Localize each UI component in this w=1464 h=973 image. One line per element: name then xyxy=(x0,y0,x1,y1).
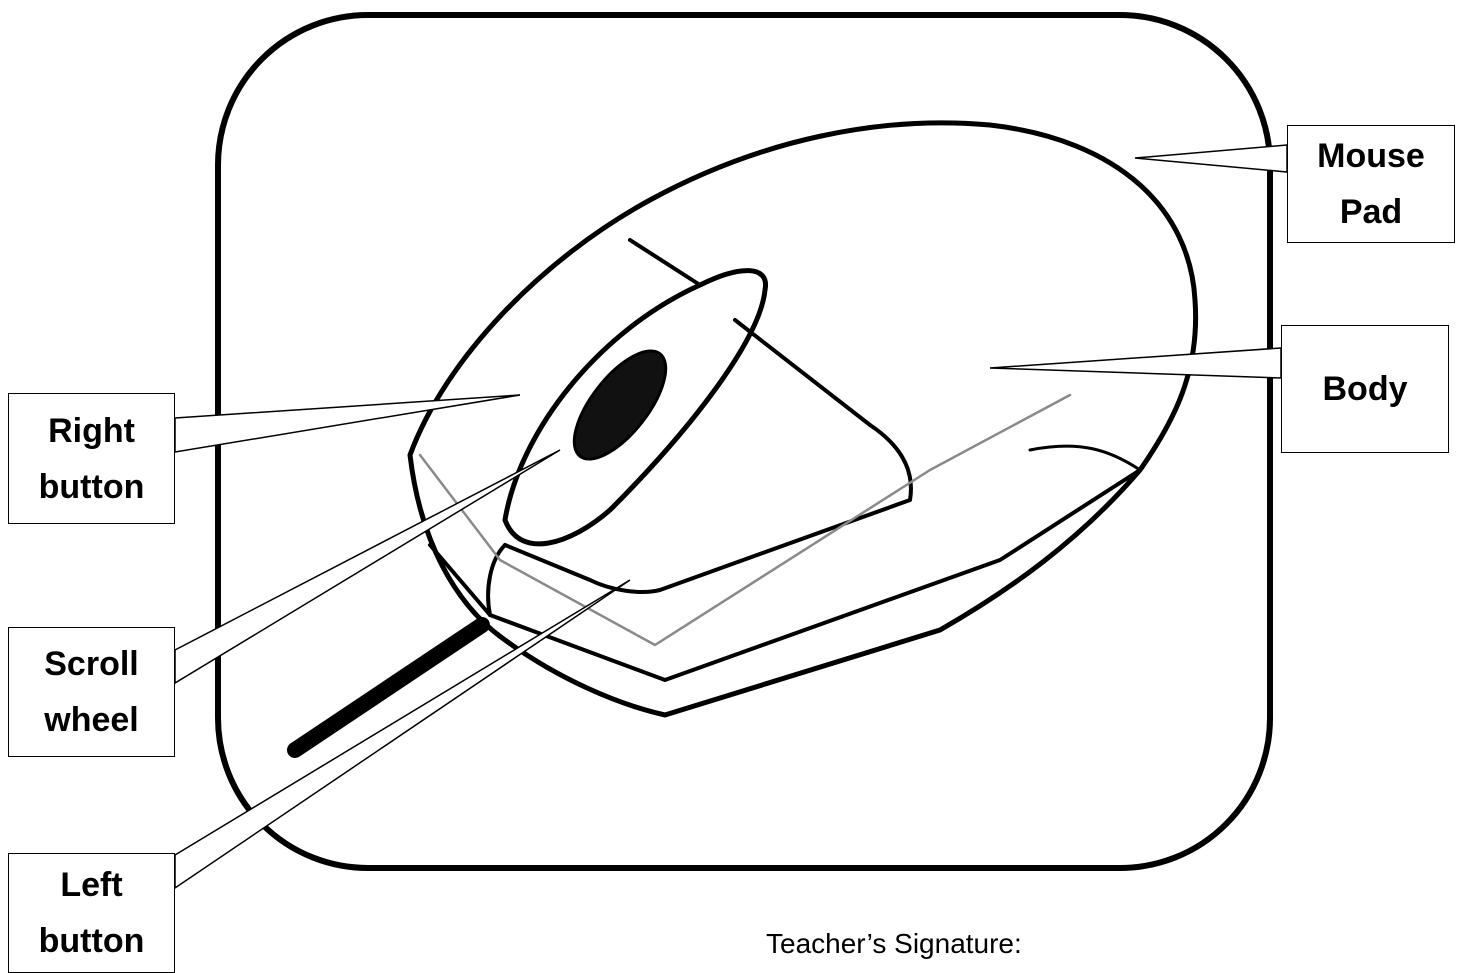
label-scroll-wheel-line-1: Scroll xyxy=(44,636,138,692)
mouse-illustration xyxy=(295,123,1196,750)
label-mouse-pad-line-1: Mouse xyxy=(1317,128,1425,184)
callout-pointers xyxy=(175,145,1287,888)
teacher-signature-label: Teacher’s Signature: xyxy=(766,928,1022,960)
mouse-body-outline xyxy=(410,123,1196,715)
label-left-button: Left button xyxy=(8,853,175,973)
pointer-body xyxy=(990,348,1281,378)
label-right-button-line-1: Right xyxy=(39,403,145,459)
label-scroll-wheel-line-2: wheel xyxy=(44,692,138,748)
label-body: Body xyxy=(1281,325,1449,453)
label-left-button-line-1: Left xyxy=(39,857,145,913)
label-mouse-pad-line-2: Pad xyxy=(1317,184,1425,240)
pointer-right-button xyxy=(175,395,520,452)
label-body-text: Body xyxy=(1323,361,1408,417)
label-right-button-line-2: button xyxy=(39,459,145,515)
pointer-mouse-pad xyxy=(1135,145,1287,172)
label-scroll-wheel: Scroll wheel xyxy=(8,627,175,757)
label-mouse-pad: Mouse Pad xyxy=(1287,125,1455,243)
label-right-button: Right button xyxy=(8,393,175,524)
pointer-scroll-wheel xyxy=(175,450,560,683)
label-left-button-line-2: button xyxy=(39,913,145,969)
